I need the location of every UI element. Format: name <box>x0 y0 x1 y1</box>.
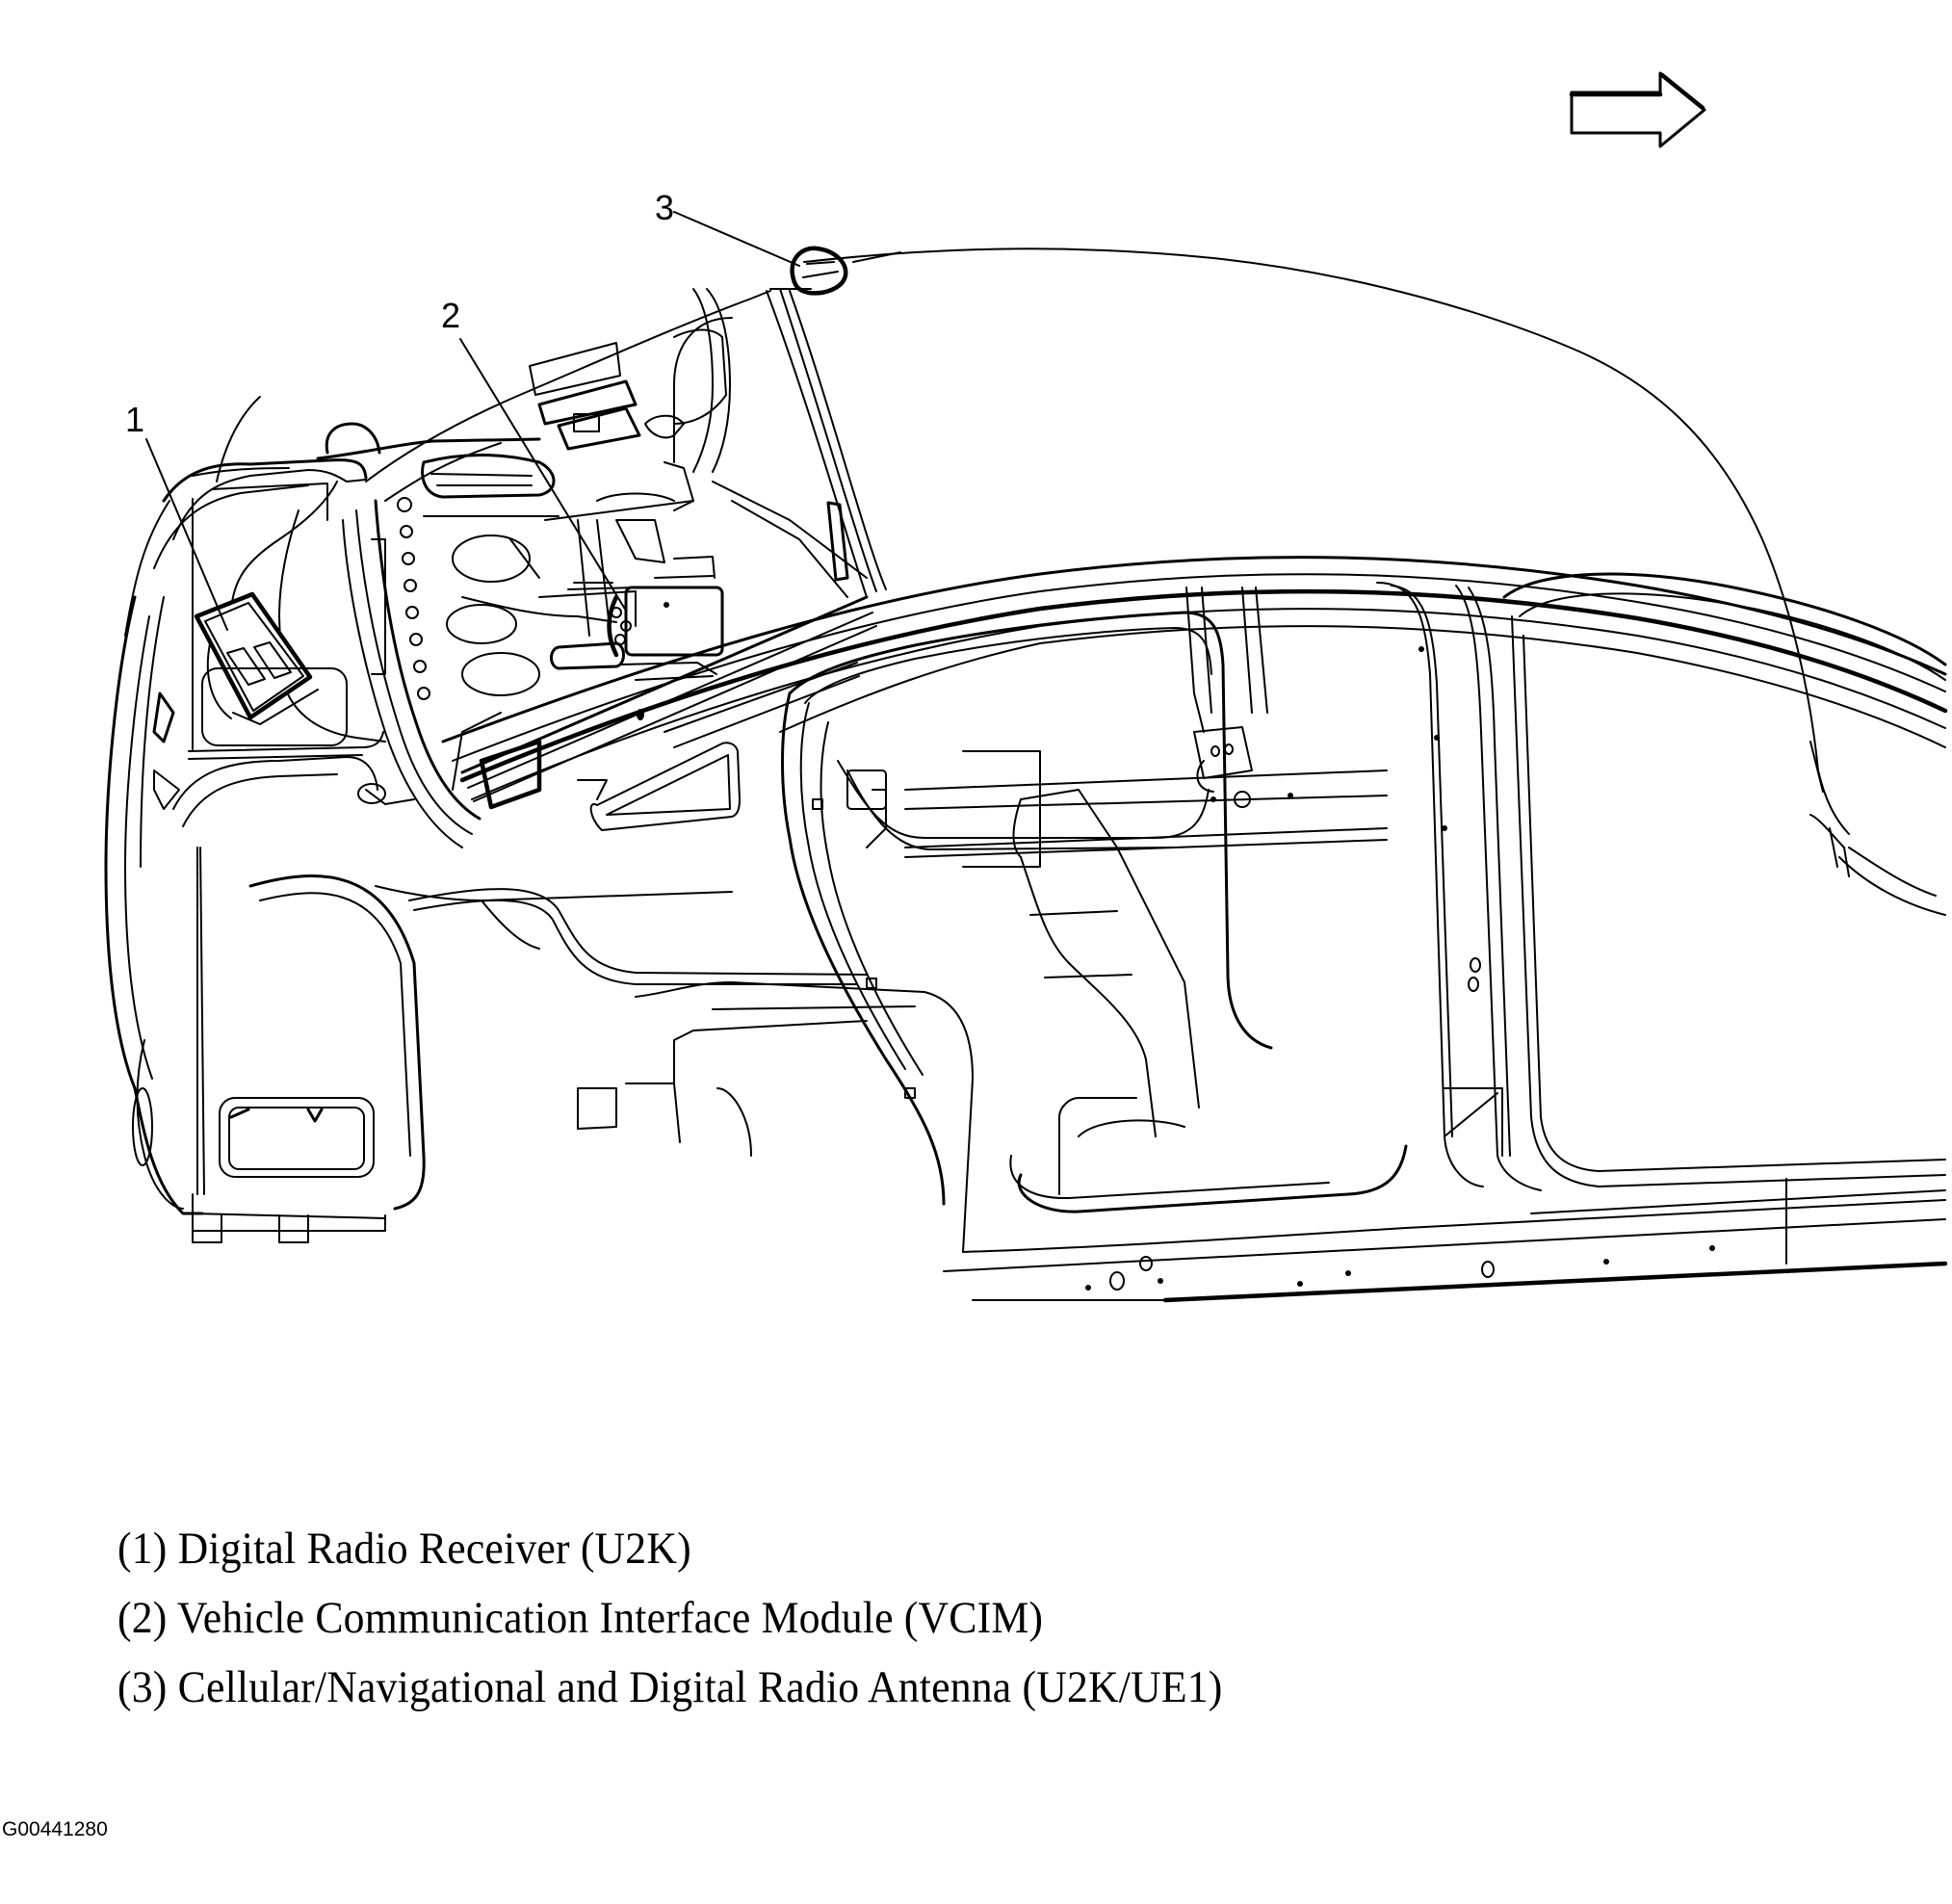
callout-1-leader <box>145 438 228 631</box>
cowl-firewall-detail <box>316 288 868 848</box>
figure-id: G00441280 <box>2 1818 108 1840</box>
callout-leader-lines <box>145 211 901 631</box>
legend: (1) Digital Radio Receiver (U2K) (2) Veh… <box>117 1514 1306 1722</box>
antenna-module <box>790 246 848 296</box>
legend-item-vcim: (2) Vehicle Communication Interface Modu… <box>117 1593 1044 1643</box>
a-pillar <box>766 288 887 598</box>
cowl-top-bar <box>460 595 877 810</box>
lower-body-wheelhouse <box>248 874 974 1253</box>
legend-item-digital-radio-receiver: (1) Digital Radio Receiver (U2K) <box>117 1524 691 1574</box>
callout-3-leader <box>673 211 800 267</box>
roof-rail <box>441 556 1948 800</box>
callout-1-number: 1 <box>125 400 145 439</box>
callout-3-number: 3 <box>655 188 675 227</box>
digital-radio-receiver-module <box>194 591 348 746</box>
front-door-opening <box>781 611 1408 1213</box>
vent-opening <box>589 742 741 831</box>
rear-door-opening <box>1502 572 1947 1214</box>
legend-item-antenna: (3) Cellular/Navigational and Digital Ra… <box>117 1662 1223 1712</box>
rear-seat-bay <box>1185 587 1268 793</box>
b-pillar <box>1376 582 1542 1191</box>
callout-2-leader <box>459 338 627 612</box>
front-structure <box>104 469 386 1243</box>
vehicle-body-line-drawing <box>104 71 1948 1303</box>
door-inner-panel <box>812 750 1388 1195</box>
rear-quarter-structure <box>124 396 502 827</box>
roof-panel <box>803 248 1850 835</box>
callout-2-number: 2 <box>441 296 461 335</box>
c-pillar-detail <box>1809 814 1946 916</box>
rocker-panel <box>943 1178 1948 1303</box>
right-arrow-icon <box>1569 71 1706 148</box>
